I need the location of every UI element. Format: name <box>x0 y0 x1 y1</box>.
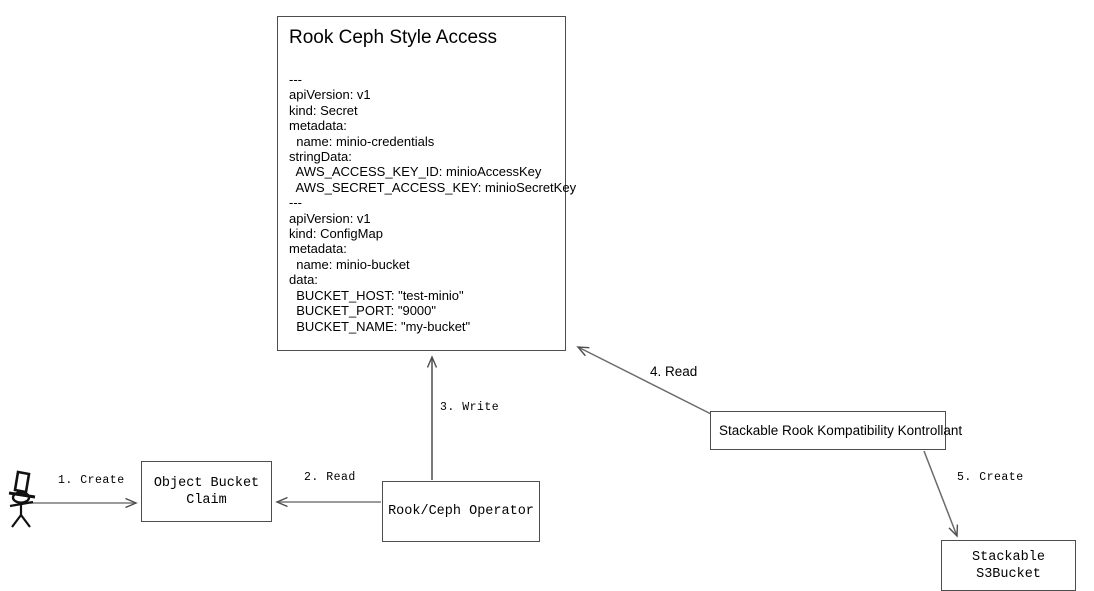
edge-4-read <box>578 347 712 415</box>
yaml-note-body: --- apiVersion: v1 kind: Secret metadata… <box>289 72 577 334</box>
edge-label-5-create: 5. Create <box>957 471 1024 484</box>
yaml-note-title: Rook Ceph Style Access <box>289 27 498 48</box>
node-rook-ceph-operator[interactable]: Rook/Ceph Operator <box>382 481 540 542</box>
yaml-note-box[interactable]: Rook Ceph Style Access --- apiVersion: v… <box>277 16 577 351</box>
edge-5-create <box>923 450 957 536</box>
edge-label-1-create: 1. Create <box>58 474 125 487</box>
edge-label-2-read: 2. Read <box>304 471 356 484</box>
node-stackable-s3bucket[interactable]: Stackable S3Bucket <box>941 540 1076 591</box>
edge-label-3-write: 3. Write <box>440 401 500 414</box>
edge-label-4-read: 4. Read <box>650 364 698 379</box>
node-object-bucket-claim[interactable]: Object Bucket Claim <box>141 461 272 522</box>
node-stackable-rook-kompatibility-kontrollant[interactable]: Stackable Rook Kompatibility Kontrollant <box>710 411 962 450</box>
user-actor-icon <box>8 470 36 528</box>
